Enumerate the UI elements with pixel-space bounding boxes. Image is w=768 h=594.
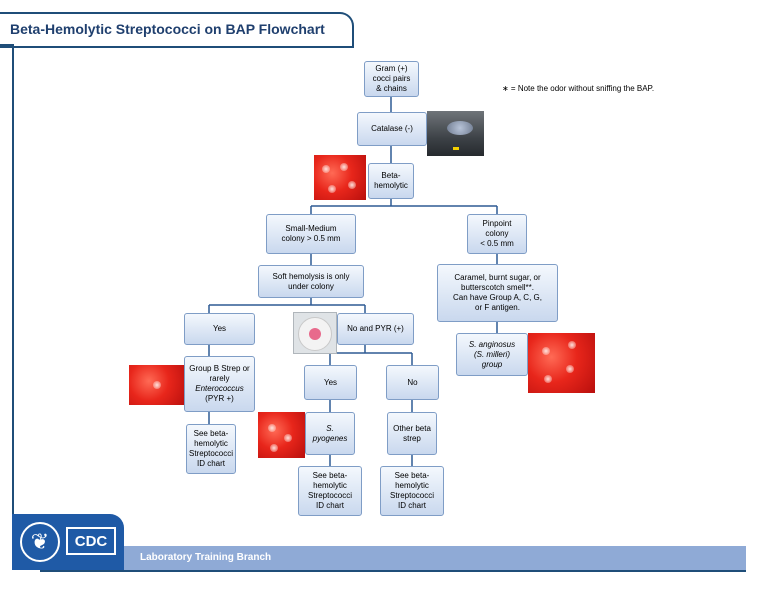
- cdc-block: ❦ CDC: [12, 514, 124, 570]
- node-label: See beta- hemolytic Streptococci ID char…: [307, 471, 353, 510]
- colony-dot: [328, 185, 336, 193]
- node-other-beta-strep: Other beta strep: [387, 412, 437, 455]
- node-label: No: [407, 377, 418, 387]
- hhs-seal-icon: ❦: [20, 522, 60, 562]
- node-no-and-pyr-positive: No and PYR (+): [337, 313, 414, 345]
- node-label: Pinpoint colony < 0.5 mm: [480, 219, 514, 248]
- node-caramel-smell: Caramel, burnt sugar, or butterscotch sm…: [437, 264, 558, 322]
- node-label: Small-Medium colony > 0.5 mm: [281, 224, 341, 243]
- colony-dot: [340, 163, 348, 171]
- colony-dot: [568, 341, 576, 349]
- footer-label: Laboratory Training Branch: [140, 552, 272, 563]
- group-b-text: Group B Strep or rarely: [189, 364, 250, 383]
- anginosus-photo: [528, 333, 595, 393]
- node-label: Beta- hemolytic: [374, 171, 408, 190]
- node-beta-hemolytic: Beta- hemolytic: [368, 163, 414, 199]
- beta-hemolysis-photo: [314, 155, 366, 200]
- anginosus-species: S. anginosus: [468, 339, 516, 349]
- bubble-drop: [447, 121, 473, 135]
- colony-dot: [270, 444, 278, 452]
- catalase-photo: [427, 111, 484, 156]
- eagle-icon: ❦: [30, 529, 50, 554]
- node-label: No and PYR (+): [347, 324, 404, 333]
- pyr-positive-spot: [309, 328, 321, 340]
- node-yes: Yes: [184, 313, 255, 345]
- node-label: Other beta strep: [393, 423, 431, 443]
- node-small-medium-colony: Small-Medium colony > 0.5 mm: [266, 214, 356, 254]
- node-catalase: Catalase (-): [357, 112, 427, 146]
- node-no-other-branch: No: [386, 365, 439, 400]
- node-label: S. anginosus(S. milleri)group: [469, 340, 515, 370]
- enterococcus-text: Enterococcus: [195, 384, 244, 393]
- colony-dot: [153, 381, 161, 389]
- node-soft-hemolysis: Soft hemolysis is only under colony: [258, 265, 364, 298]
- odor-note: ∗ = Note the odor without sniffing the B…: [502, 84, 655, 93]
- colony-dot: [284, 434, 292, 442]
- node-label: Yes: [323, 377, 338, 387]
- colony-dot: [268, 424, 276, 432]
- colony-dot: [566, 365, 574, 373]
- cdc-logo: CDC: [66, 527, 116, 555]
- node-label: S. pyogenes: [312, 423, 348, 443]
- frame-left-line: [12, 44, 14, 516]
- pyogenes-photo: [258, 412, 305, 458]
- node-see-id-chart-3: See beta- hemolytic Streptococci ID char…: [380, 466, 444, 516]
- node-label: Soft hemolysis is only under colony: [272, 271, 350, 291]
- anginosus-alias: (S. milleri): [473, 349, 510, 359]
- pyr-test-photo: [293, 312, 337, 354]
- colony-dot: [322, 165, 330, 173]
- node-gram-positive: Gram (+) cocci pairs & chains: [364, 61, 419, 97]
- node-yes-pyogenes-branch: Yes: [304, 365, 357, 400]
- footer-band: Laboratory Training Branch: [40, 546, 746, 570]
- node-label: Caramel, burnt sugar, or butterscotch sm…: [453, 273, 542, 312]
- group-b-pyr: (PYR +): [205, 394, 234, 403]
- node-label: Yes: [212, 324, 227, 333]
- frame-top-line: [0, 44, 14, 46]
- node-pinpoint-colony: Pinpoint colony < 0.5 mm: [467, 214, 527, 254]
- node-see-id-chart-2: See beta- hemolytic Streptococci ID char…: [298, 466, 362, 516]
- colony-dot: [544, 375, 552, 383]
- node-s-anginosus-group: S. anginosus(S. milleri)group: [456, 333, 528, 376]
- page-title: Beta-Hemolytic Streptococci on BAP Flowc…: [10, 21, 325, 37]
- group-b-photo: [129, 365, 186, 405]
- colony-dot: [348, 181, 356, 189]
- node-label: See beta- hemolytic Streptococci ID char…: [389, 471, 435, 510]
- node-see-id-chart-1: See beta- hemolytic Streptococci ID char…: [186, 424, 236, 474]
- node-label: Gram (+) cocci pairs & chains: [372, 64, 411, 93]
- node-label: See beta- hemolytic Streptococci ID char…: [188, 429, 234, 468]
- title-tab: Beta-Hemolytic Streptococci on BAP Flowc…: [0, 12, 354, 48]
- colony-dot: [542, 347, 550, 355]
- yellow-marker: [453, 147, 459, 150]
- node-label: Catalase (-): [371, 124, 413, 133]
- footer-line: [40, 570, 746, 572]
- node-s-pyogenes: S. pyogenes: [305, 412, 355, 455]
- anginosus-group-word: group: [481, 359, 503, 369]
